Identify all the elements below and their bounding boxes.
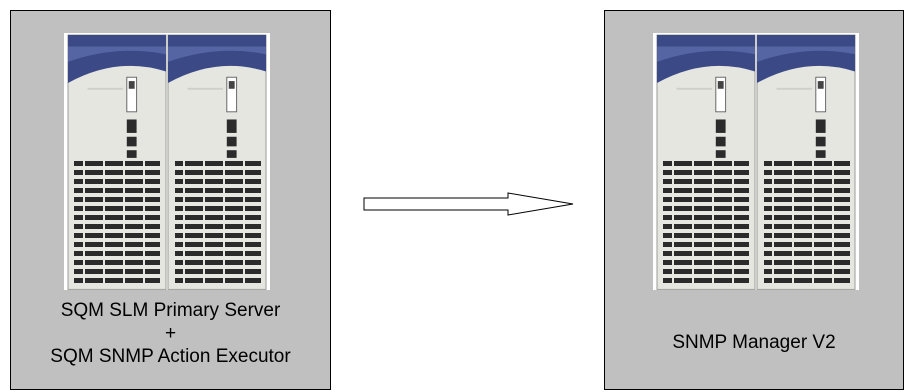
source-node-label-line-2: + bbox=[164, 323, 177, 344]
arrow-right-icon bbox=[363, 192, 574, 216]
source-node-label-line-3: SQM SNMP Action Executor bbox=[50, 346, 291, 367]
source-node-box: SQM SLM Primary Server + SQM SNMP Action… bbox=[10, 10, 331, 390]
target-node-box: SNMP Manager V2 bbox=[604, 10, 904, 390]
source-node-label: SQM SLM Primary Server + SQM SNMP Action… bbox=[11, 299, 330, 368]
target-node-label: SNMP Manager V2 bbox=[605, 331, 903, 354]
source-node-label-line-1: SQM SLM Primary Server bbox=[60, 300, 281, 321]
server-cabinet-icon bbox=[64, 33, 270, 290]
server-cabinet-icon bbox=[653, 33, 859, 290]
target-node-label-line-1: SNMP Manager V2 bbox=[672, 332, 836, 353]
